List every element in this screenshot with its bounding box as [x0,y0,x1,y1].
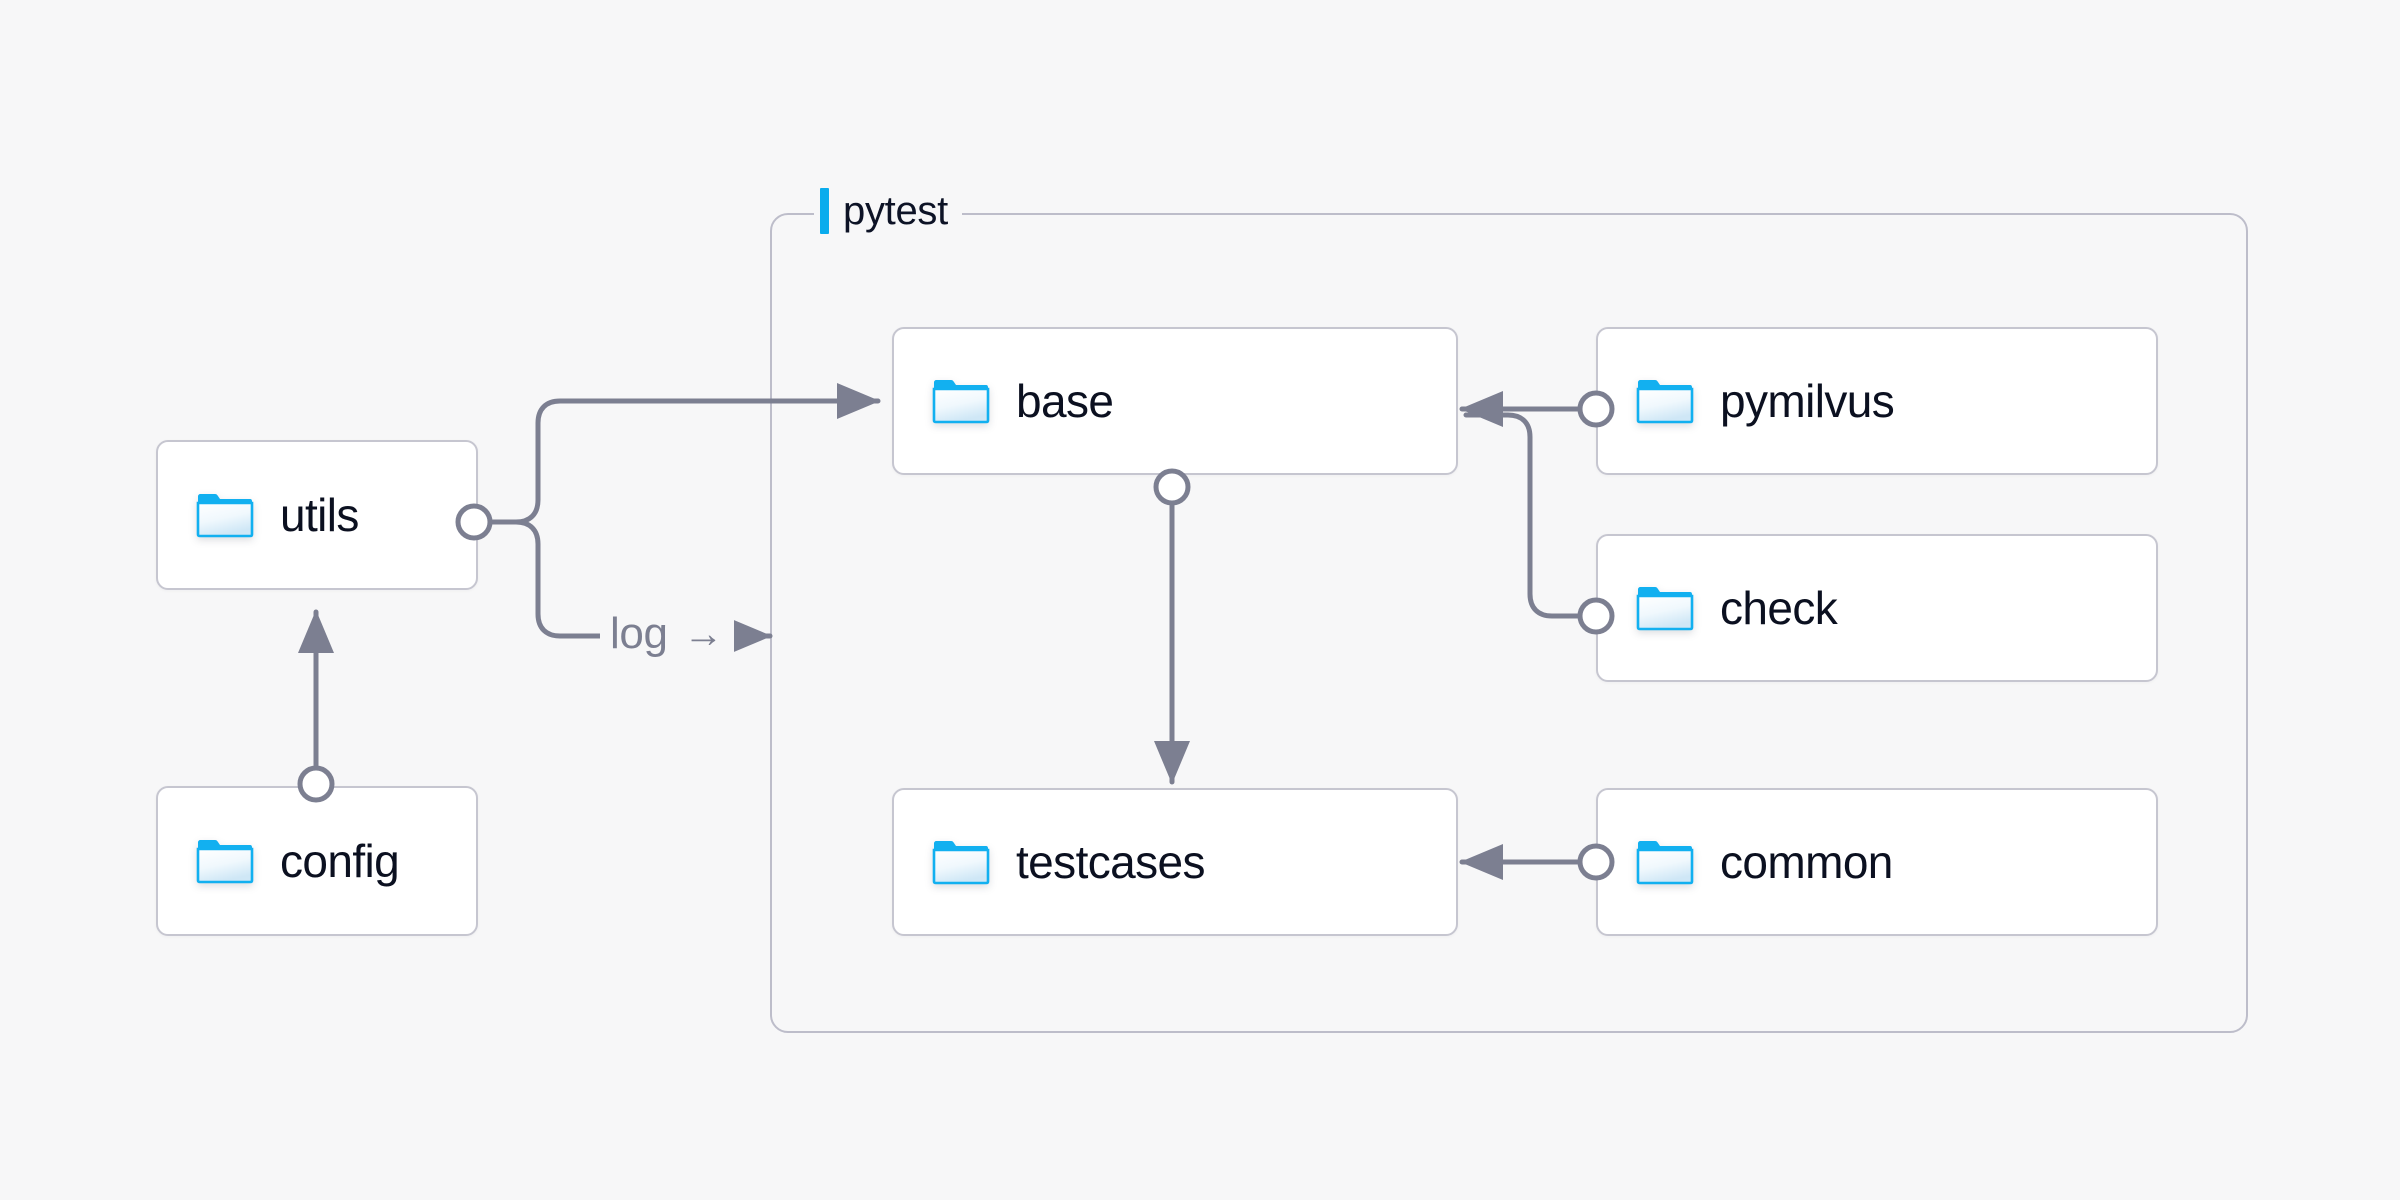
node-testcases[interactable]: testcases [892,788,1458,936]
node-label: pymilvus [1720,375,1895,427]
group-title: pytest [843,189,948,233]
edge-label-text: log [610,609,668,658]
node-common[interactable]: common [1596,788,2158,936]
node-utils[interactable]: utils [156,440,478,590]
node-label: base [1016,375,1114,427]
folder-icon [1636,841,1694,885]
node-base[interactable]: base [892,327,1458,475]
node-label: check [1720,582,1838,634]
node-check[interactable]: check [1596,534,2158,682]
folder-icon [196,840,254,884]
node-config[interactable]: config [156,786,478,936]
folder-icon [1636,380,1694,424]
folder-icon [196,494,254,538]
accent-bar-icon [820,188,829,234]
folder-icon [932,841,990,885]
arrow-right-icon: → [683,612,724,656]
node-label: testcases [1016,836,1206,888]
node-pymilvus[interactable]: pymilvus [1596,327,2158,475]
node-label: config [280,835,400,887]
group-label-pytest: pytest [814,188,962,234]
edge-label-log: log → [600,612,734,656]
folder-icon [932,380,990,424]
node-label: common [1720,836,1893,888]
folder-icon [1636,587,1694,631]
edge-utils-log [513,519,611,639]
node-label: utils [280,489,359,541]
